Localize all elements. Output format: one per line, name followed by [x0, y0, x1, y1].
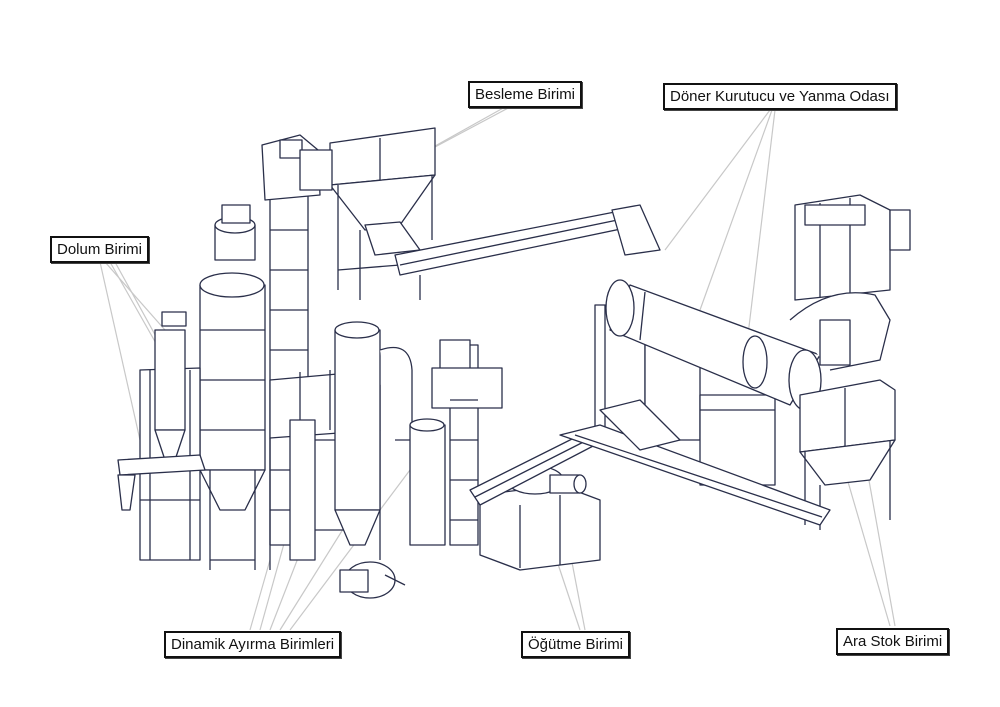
bottom-conveyor	[559, 399, 831, 526]
feed-conveyor	[364, 204, 661, 300]
fan-unit	[339, 561, 406, 599]
cyclone-column	[334, 321, 413, 546]
combustion-tower	[789, 194, 911, 371]
label-dynamic-separation: Dinamik Ayırma Birimleri	[164, 631, 342, 658]
bagging-frame	[117, 311, 206, 561]
label-filling-unit: Dolum Birimi	[50, 236, 150, 263]
mill-elevator	[409, 339, 503, 546]
label-rotary-dryer: Döner Kurutucu ve Yanma Odası	[663, 83, 897, 110]
label-feed-unit: Besleme Birimi	[468, 81, 583, 108]
intermediate-bin	[799, 379, 896, 530]
silo-tower	[199, 204, 266, 570]
label-intermediate-stock: Ara Stok Birimi	[836, 628, 950, 655]
label-grinding-unit: Öğütme Birimi	[521, 631, 631, 658]
feed-hopper	[329, 127, 436, 300]
machinery	[117, 127, 911, 599]
